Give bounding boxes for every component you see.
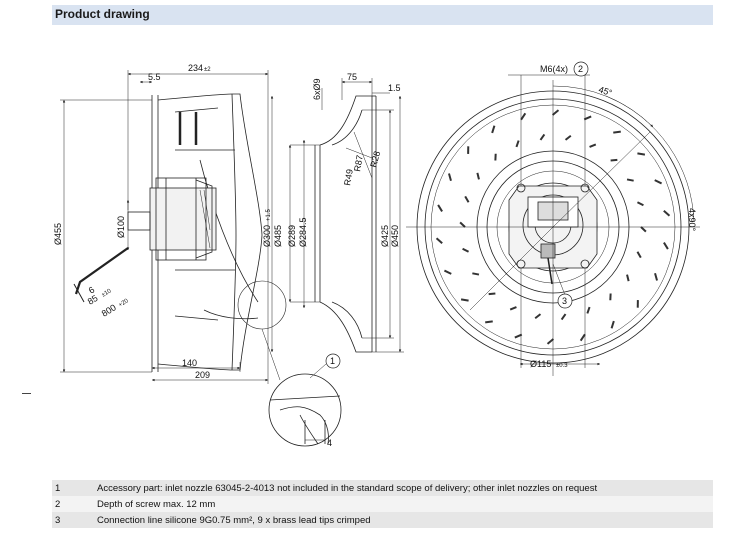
blade-mark: [654, 179, 663, 185]
blade-mark: [663, 209, 671, 217]
blade-mark: [589, 143, 597, 148]
note-number: 2: [52, 496, 93, 512]
dim-overall-length-tol: ±2: [204, 67, 211, 73]
blade-mark: [626, 274, 630, 282]
dim-dia-284-5: Ø284.5: [298, 217, 308, 247]
blade-mark: [448, 173, 452, 182]
dim-dia-300-tol: +1.5: [266, 208, 272, 221]
blade-mark: [613, 130, 621, 134]
blade-mark: [515, 140, 520, 148]
blade-mark: [491, 125, 496, 134]
dim-holes-6x9: 6xØ9: [312, 78, 322, 100]
svg-text:3: 3: [562, 296, 567, 306]
callout-3: 3: [557, 293, 573, 309]
dim-len-140: 140: [182, 358, 197, 368]
dim-overall-length: 234: [188, 63, 203, 73]
blade-mark: [476, 172, 480, 180]
blade-mark: [640, 226, 647, 233]
svg-text:2: 2: [578, 64, 583, 74]
blade-mark: [534, 313, 542, 320]
detail-view: [261, 328, 342, 447]
dim-angle-45: 45°: [597, 84, 613, 98]
front-view-dimensions: [406, 74, 700, 376]
blade-mark: [514, 333, 523, 339]
blade-mark: [626, 178, 634, 182]
dim-radius-87: R87: [352, 154, 365, 172]
blade-mark: [560, 313, 567, 321]
blade-mark: [579, 333, 586, 342]
dim-cable-85-tol: ±10: [101, 288, 113, 299]
blade-mark: [485, 320, 493, 324]
blade-mark: [443, 269, 452, 275]
dim-detail-4: 4: [327, 438, 332, 448]
dim-thick-1-5: 1.5: [388, 83, 401, 93]
blade-mark: [539, 133, 546, 141]
blade-mark: [564, 134, 572, 141]
dim-cable-800-tol: +20: [118, 298, 130, 309]
dim-dia-300: Ø300: [262, 225, 272, 247]
dim-dia-115: Ø115: [530, 359, 551, 369]
blade-mark: [654, 272, 658, 281]
blade-mark: [586, 306, 591, 314]
blade-mark: [488, 292, 496, 296]
blade-mark: [636, 251, 642, 259]
note-text: Connection line silicone 9G0.75 mm², 9 x…: [93, 512, 713, 528]
blade-mark: [520, 112, 527, 121]
dim-dia-115-tol: ±0.3: [556, 363, 568, 369]
blade-mark: [462, 247, 470, 253]
section-title: Product drawing: [55, 7, 150, 21]
svg-text:1: 1: [330, 356, 335, 366]
callout-1: 1: [309, 353, 341, 379]
dim-radius-49: R49: [342, 168, 355, 186]
blade-mark: [509, 306, 517, 311]
dim-dia-289: Ø289: [287, 225, 297, 247]
nozzle-section: [314, 95, 377, 353]
dim-cable-85: 85: [86, 293, 100, 307]
blade-mark: [552, 109, 560, 116]
blade-mark: [459, 221, 466, 228]
nozzle-dimensions: [270, 78, 404, 353]
note-text: Depth of screw max. 12 mm: [93, 496, 713, 512]
blade-mark: [610, 320, 615, 329]
dim-cable-6: 6: [87, 285, 97, 296]
dim-offset-5-5: 5.5: [148, 72, 161, 82]
note-number: 1: [52, 480, 93, 496]
blade-mark: [610, 158, 618, 162]
dim-thread-m6: M6(4x): [540, 64, 568, 74]
blade-mark: [464, 195, 470, 203]
section-header: Product drawing: [52, 5, 713, 25]
blade-mark: [637, 152, 646, 156]
dim-dia-450: Ø450: [390, 225, 400, 247]
dim-dia-425: Ø425: [380, 225, 390, 247]
blade-mark: [636, 201, 644, 207]
dim-width-75: 75: [347, 72, 357, 82]
blade-mark: [472, 272, 480, 276]
dim-radius-28: R28: [368, 150, 382, 169]
dim-dia-485: Ø485: [273, 225, 283, 247]
front-view-blades: [435, 109, 671, 345]
dim-dia-455: Ø455: [53, 223, 63, 245]
margin-dash: [22, 393, 31, 394]
side-view: [73, 93, 287, 372]
blade-mark: [435, 237, 443, 245]
blade-mark: [663, 242, 669, 250]
blade-mark: [546, 338, 554, 345]
dim-dia-100: Ø100: [116, 216, 126, 238]
callout-2: 2: [573, 61, 589, 77]
dim-cable-800: 800: [100, 302, 118, 318]
note-number: 3: [52, 512, 93, 528]
dim-angle-4x90: 4x90°: [687, 208, 697, 232]
note-text: Accessory part: inlet nozzle 63045-2-401…: [93, 480, 713, 496]
blade-mark: [460, 298, 469, 302]
product-drawing: 234 ±2 5.5 Ø455 Ø100 6 85 ±10 800 +20 14…: [53, 61, 700, 448]
blade-mark: [437, 204, 443, 212]
dim-len-209: 209: [195, 370, 210, 380]
blade-mark: [583, 115, 592, 121]
side-view-dimensions: [60, 70, 269, 384]
